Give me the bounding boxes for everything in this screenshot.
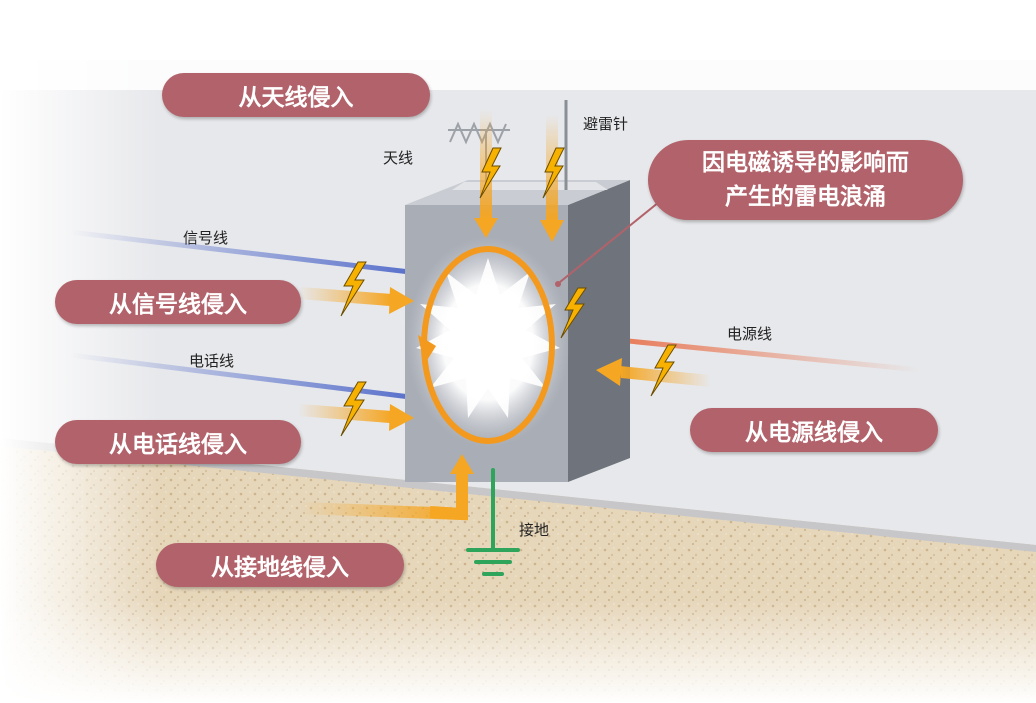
- box-side-face: [568, 180, 630, 482]
- callout-induced-surge: 因电磁诱导的影响而 产生的雷电浪涌: [648, 140, 963, 220]
- spark-burst: [416, 258, 560, 418]
- bottom-fade: [0, 600, 1036, 703]
- signal-line-cable: [69, 229, 411, 275]
- arrow-signal-in: [298, 287, 414, 314]
- power-line-label: 电源线: [727, 325, 773, 343]
- arrow-ground-in: [299, 454, 474, 521]
- antenna-label: 天线: [383, 149, 414, 167]
- callout-pointer-dot: [555, 281, 561, 287]
- ground-label: 接地: [519, 521, 550, 539]
- arrow-phone-in: [298, 404, 414, 431]
- callout-induced-line1: 因电磁诱导的影响而: [702, 150, 909, 176]
- callout-from-ground: 从接地线侵入: [156, 543, 404, 587]
- callout-from-power: 从电源线侵入: [690, 408, 938, 452]
- callout-pointer-line: [559, 197, 665, 283]
- ground-symbol-icon: [466, 468, 520, 576]
- loop-arrow-head: [418, 335, 436, 365]
- lightning-bolt-icon: [340, 147, 677, 437]
- callout-from-antenna: 从天线侵入: [162, 73, 430, 117]
- top-fade: [0, 0, 1036, 90]
- power-line-cable: [597, 335, 921, 373]
- arrow-power-in: [596, 358, 711, 387]
- floor-edge: [0, 438, 1036, 552]
- lightning-rod-label: 避雷针: [583, 115, 629, 133]
- signal-line-label: 信号线: [183, 229, 229, 247]
- left-fade: [0, 0, 160, 703]
- phone-line-label: 电话线: [189, 352, 235, 370]
- callout-induced-line2: 产生的雷电浪涌: [725, 184, 886, 210]
- callout-from-phone: 从电话线侵入: [55, 420, 301, 464]
- box-top-pad: [452, 182, 608, 190]
- callout-from-signal: 从信号线侵入: [55, 280, 301, 324]
